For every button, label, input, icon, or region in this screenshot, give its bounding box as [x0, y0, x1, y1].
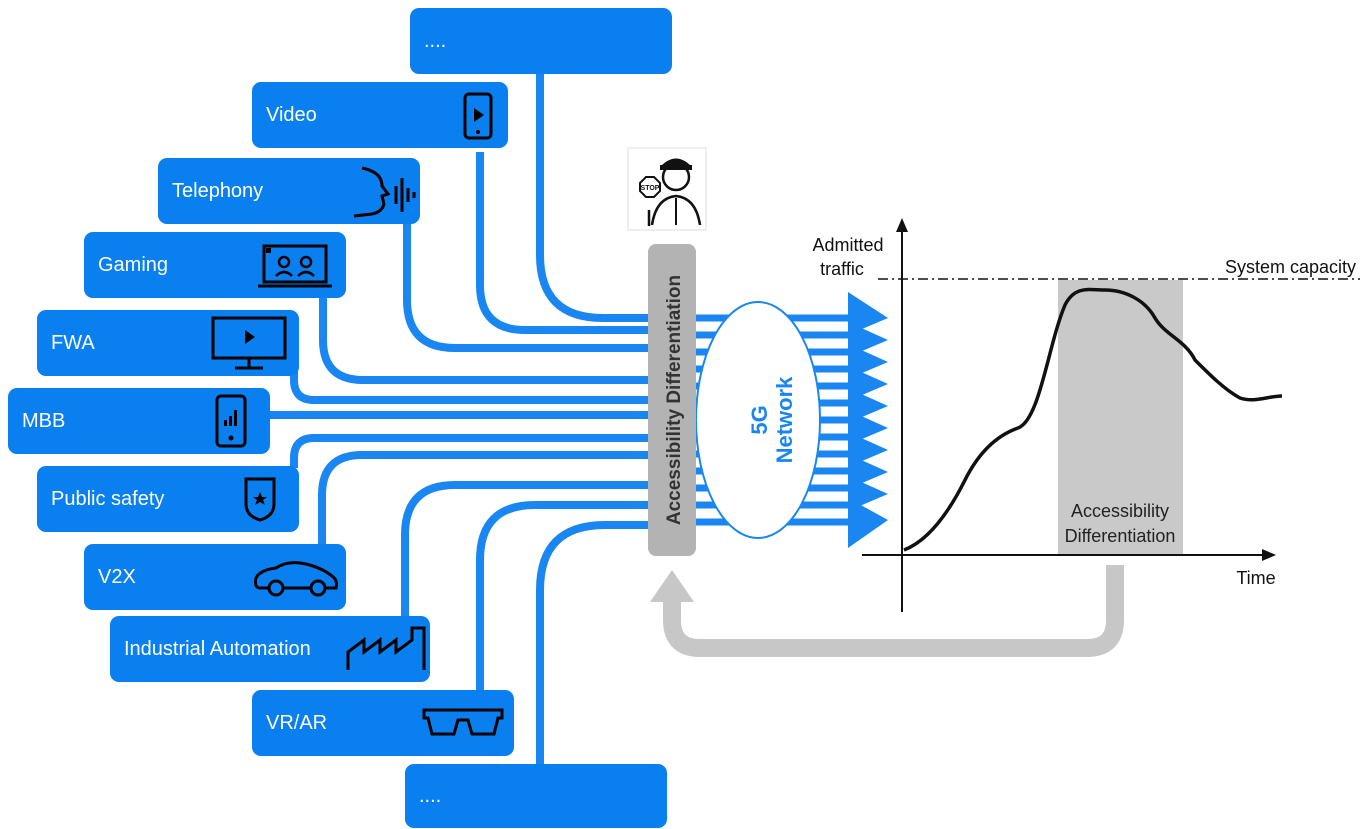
x-axis-label: Time — [1236, 568, 1275, 588]
y-axis-label-line2: traffic — [820, 259, 864, 279]
vr-glasses-icon — [422, 708, 504, 736]
flow-line-top-more — [536, 72, 660, 322]
service-box-public-safety[interactable]: Public safety — [37, 466, 299, 532]
flow-line-industrial — [401, 481, 660, 618]
service-box-mbb[interactable]: MBB — [8, 388, 270, 454]
service-box-vr-ar[interactable]: VR/AR — [252, 690, 514, 756]
service-box-gaming[interactable]: Gaming — [84, 232, 346, 298]
flow-line-public-safety — [290, 434, 660, 468]
arrow-heads — [848, 292, 888, 548]
service-label-public-safety: Public safety — [51, 487, 165, 510]
police-officer-icon: STOP — [627, 147, 707, 231]
service-label-vr-ar: VR/AR — [266, 711, 328, 734]
service-box-industrial-automation[interactable]: Industrial Automation — [110, 616, 430, 682]
traffic-curve — [903, 287, 1283, 552]
service-box-bottom-more[interactable]: .... — [405, 764, 667, 828]
service-box-top-more[interactable]: .... — [410, 8, 672, 74]
y-axis-arrow — [896, 218, 908, 232]
gate-label: Accessibility Differentiation — [664, 275, 685, 525]
flow-line-gaming — [319, 295, 660, 384]
service-label-gaming: Gaming — [98, 253, 169, 276]
band-label-line2: Differentiation — [1065, 526, 1176, 546]
flow-line-video — [476, 152, 660, 334]
accessibility-gate — [648, 244, 696, 556]
service-label-telephony: Telephony — [172, 179, 264, 202]
gaming-laptop-icon — [258, 244, 332, 288]
service-box-telephony[interactable]: Telephony — [158, 158, 420, 224]
car-icon — [254, 561, 338, 597]
phone-signal-icon — [215, 394, 247, 448]
service-box-v2x[interactable]: V2X — [84, 544, 346, 610]
network-label-line2: Network — [772, 376, 797, 464]
service-label-top-more: .... — [424, 29, 447, 52]
service-label-bottom-more: .... — [419, 784, 442, 807]
network-label-line1: 5G — [747, 405, 772, 434]
factory-icon — [346, 626, 426, 670]
y-axis-label-line1: Admitted — [812, 235, 883, 255]
flow-line-bottom-more — [536, 521, 660, 767]
feedback-loop — [663, 565, 1124, 657]
stop-sign-text: STOP — [641, 185, 660, 192]
shield-star-icon — [244, 477, 276, 522]
service-label-fwa: FWA — [51, 331, 95, 354]
speaking-face-icon — [353, 166, 416, 218]
video-phone-icon — [463, 92, 493, 140]
flow-line-vrar — [476, 501, 660, 690]
flow-lines — [262, 72, 660, 767]
x-axis-arrow — [1262, 549, 1276, 561]
flow-line-fwa — [290, 370, 660, 404]
service-label-v2x: V2X — [98, 565, 136, 588]
service-label-mbb: MBB — [22, 409, 66, 432]
system-capacity-label: System capacity — [1225, 257, 1356, 277]
service-box-video[interactable]: Video — [252, 82, 508, 148]
feedback-arrowhead — [650, 570, 694, 602]
monitor-play-icon — [211, 316, 287, 370]
service-label-video: Video — [266, 103, 317, 126]
service-box-fwa[interactable]: FWA — [37, 310, 299, 376]
flow-line-v2x — [318, 451, 660, 545]
flow-line-telephony — [403, 220, 660, 352]
band-label-line1: Accessibility — [1071, 501, 1169, 521]
service-label-industrial-automation: Industrial Automation — [124, 637, 311, 660]
